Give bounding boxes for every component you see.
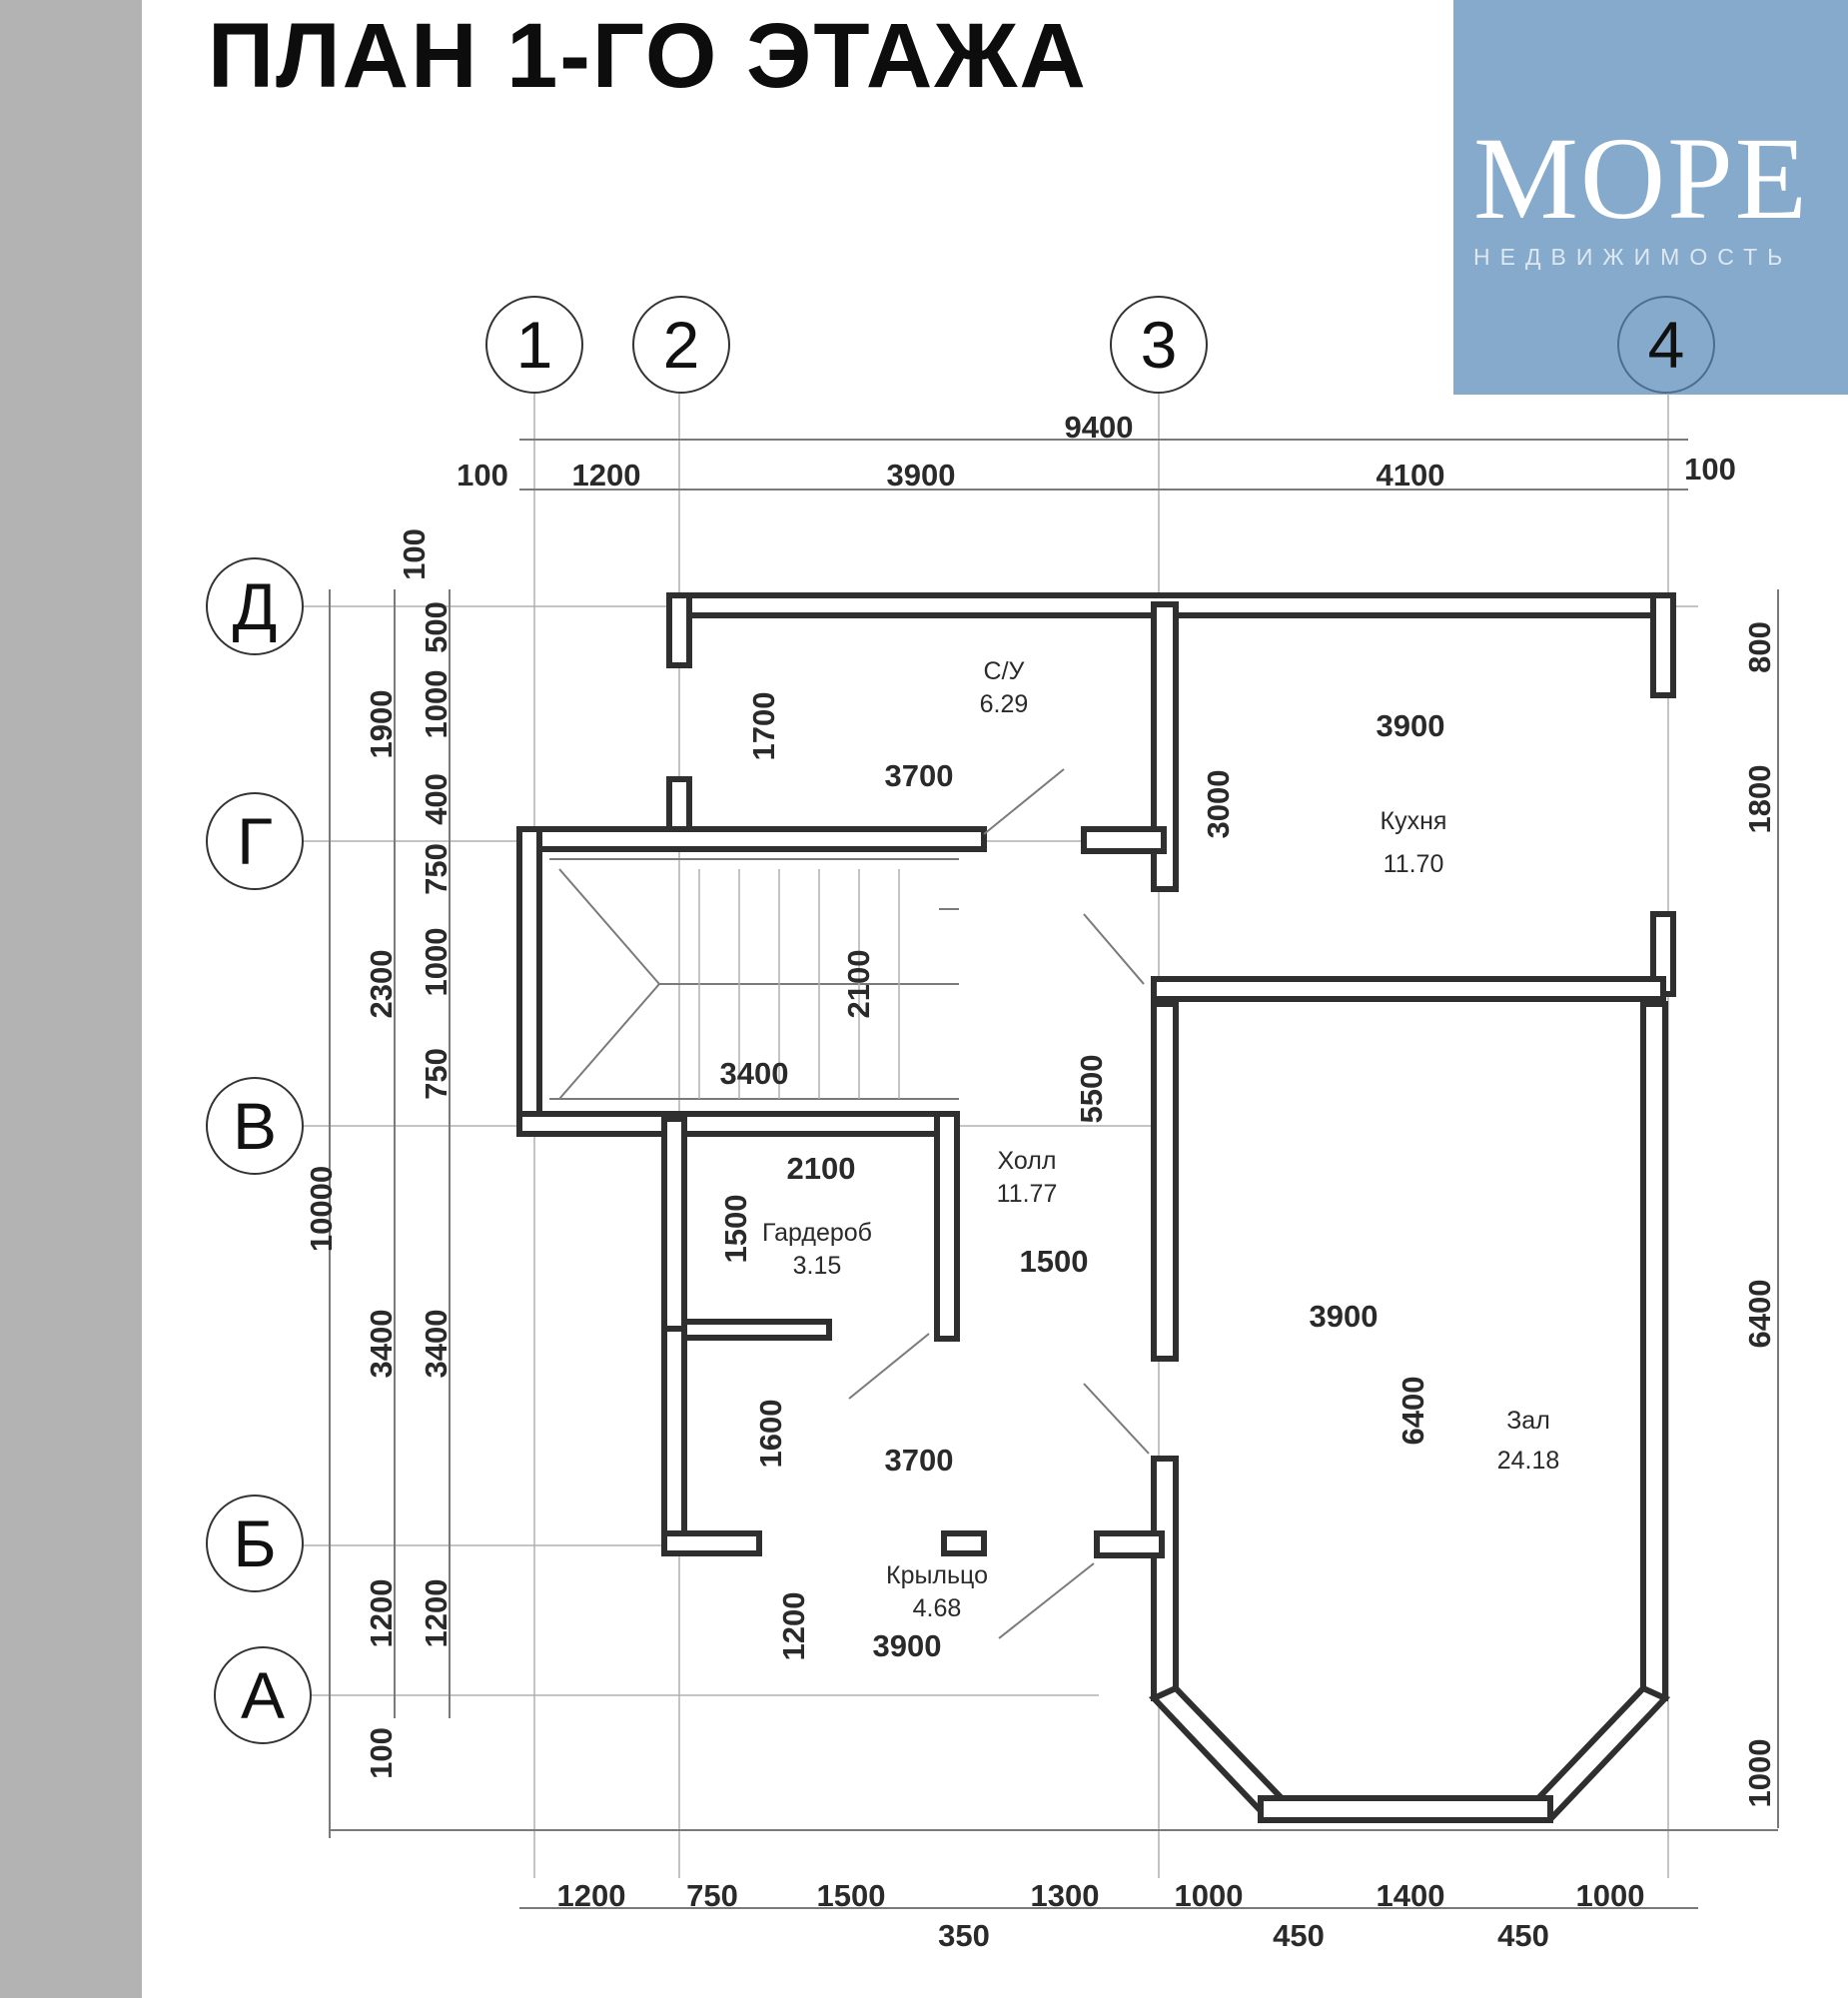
dim-top-2: 1200 [572,458,641,493]
dim-porch-width: 3900 [873,1628,942,1663]
dim-bottom-5: 1000 [1175,1878,1244,1913]
dim-bottom-6: 1400 [1377,1878,1445,1913]
dim-zal-height: 6400 [1395,1377,1430,1446]
dim-ward-width: 2100 [787,1151,856,1186]
dim-zal-width: 3900 [1310,1299,1379,1334]
staircase [549,858,959,1100]
logo-subtitle: НЕДВИЖИМОСТЬ [1473,244,1793,270]
dim-bottom-1: 1200 [557,1878,626,1913]
page-title: ПЛАН 1-ГО ЭТАЖА [208,5,1088,107]
dim-porch-height: 1200 [776,1592,811,1661]
dimension-lines [329,439,1779,1909]
axis-marker-g: Г [206,792,304,890]
left-gray-bar [0,0,142,1998]
dim-kitchen-height: 3000 [1201,770,1236,839]
dim-hall-width: 1500 [1020,1244,1089,1279]
svg-text:Г: Г [237,804,273,878]
dim-left-outer-4: 10000 [304,1166,339,1252]
axis-marker-3: 3 [1110,296,1208,394]
room-name-zal: Зал [1506,1407,1550,1435]
axis-marker-4: 4 [1617,296,1715,394]
room-area-wardrobe: 3.15 [793,1252,842,1280]
dim-top-3: 3900 [887,458,956,493]
dim-lower-height: 1600 [753,1400,788,1469]
room-name-hall: Холл [998,1147,1057,1175]
room-name-kitchen: Кухня [1381,807,1447,835]
walls [516,592,1676,1823]
dim-stair-width: 3400 [720,1056,789,1091]
dim-lower-width: 3700 [885,1443,954,1478]
axis-marker-1: 1 [485,296,583,394]
dim-top-4: 4100 [1377,458,1445,493]
svg-text:В: В [233,1089,277,1163]
svg-text:1: 1 [516,308,553,382]
dim-top-1: 100 [457,458,508,493]
dim-stair-height: 2100 [841,950,876,1019]
room-area-porch: 4.68 [913,1594,962,1622]
dim-top-5: 100 [1684,452,1736,487]
dim-bottom-second-3: 450 [1497,1918,1549,1953]
axis-marker-2: 2 [632,296,730,394]
dim-left-outer-3: 2300 [364,950,399,1019]
dim-ward-height: 1500 [718,1195,753,1264]
dim-right-3: 6400 [1742,1280,1777,1349]
logo-word: МОРЕ [1473,113,1809,244]
room-name-su: С/У [984,657,1025,685]
svg-text:2: 2 [663,308,700,382]
svg-text:Б: Б [233,1506,276,1580]
dim-left-inner-1: 500 [419,601,454,653]
dim-left-inner-2: 1000 [419,670,454,739]
room-area-kitchen: 11.70 [1384,850,1444,878]
dim-right-4: 1000 [1742,1739,1777,1808]
dim-top-total: 9400 [1065,410,1134,445]
axis-marker-b: Б [206,1495,304,1592]
dim-kitchen-width: 3900 [1377,708,1445,743]
room-name-porch: Крыльцо [886,1561,988,1589]
axis-marker-a: А [214,1646,312,1744]
dim-right-1: 800 [1742,621,1777,673]
dim-left-inner-3: 400 [419,773,454,825]
dim-bottom-4: 1300 [1031,1878,1100,1913]
dim-bottom-2: 750 [686,1878,738,1913]
svg-text:А: А [241,1658,285,1732]
dim-left-outer-1: 100 [397,528,432,580]
company-logo: МОРЕ НЕДВИЖИМОСТЬ [1453,0,1848,395]
room-area-hall: 11.77 [997,1180,1058,1208]
dim-left-inner-4: 750 [419,843,454,895]
dim-left-outer-7: 100 [364,1727,399,1779]
dim-right-2: 1800 [1742,765,1777,834]
dim-left-inner-6: 750 [419,1048,454,1100]
room-area-zal: 24.18 [1497,1447,1560,1475]
dim-bottom-3: 1500 [817,1878,886,1913]
axis-marker-d: Д [206,557,304,655]
door-swings [848,768,1150,1639]
room-area-su: 6.29 [980,690,1029,718]
dim-bottom-second-2: 450 [1273,1918,1325,1953]
dim-left-inner-7: 3400 [419,1310,454,1379]
svg-text:4: 4 [1648,308,1685,382]
dim-left-outer-2: 1900 [364,690,399,759]
svg-text:3: 3 [1141,308,1178,382]
dim-bottom-7: 1000 [1576,1878,1645,1913]
dim-hall-height: 5500 [1074,1055,1109,1124]
room-name-wardrobe: Гардероб [762,1219,872,1247]
dim-left-inner-5: 1000 [419,928,454,997]
dim-su-width: 3700 [885,758,954,793]
dim-left-outer-6: 1200 [364,1579,399,1648]
dim-left-inner-8: 1200 [419,1579,454,1648]
dim-su-height: 1700 [746,692,781,761]
dim-left-outer-5: 3400 [364,1310,399,1379]
axis-marker-v: В [206,1077,304,1175]
svg-text:Д: Д [233,569,278,643]
dim-bottom-second-1: 350 [938,1918,990,1953]
